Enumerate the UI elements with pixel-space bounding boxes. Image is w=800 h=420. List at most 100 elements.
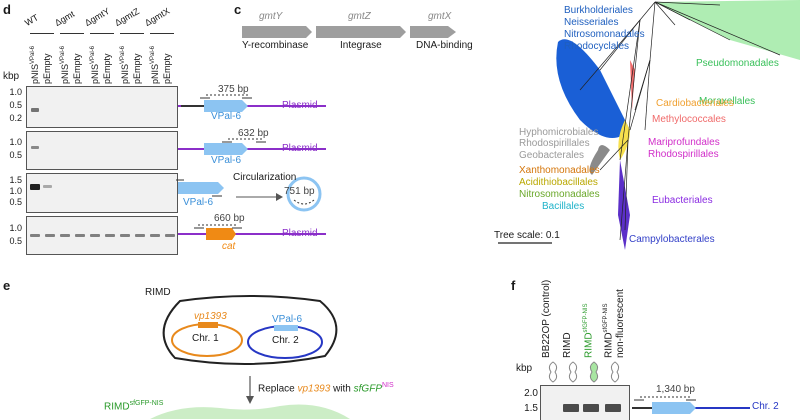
gel-image-4 — [26, 216, 178, 255]
gene-cluster-diagram — [242, 26, 456, 38]
chr1-label: Chr. 1 — [192, 333, 219, 344]
lane-name: BB22OP (control) — [541, 279, 552, 358]
kbp-axis-label-f: kbp — [516, 363, 533, 374]
lane-name: pNIS — [90, 63, 100, 84]
replace-new: sfGFP — [353, 383, 382, 395]
gene-name-gmtX: gmtX — [428, 11, 452, 22]
gel-band — [563, 404, 579, 412]
lane-name: pEmpty — [162, 53, 172, 84]
lane-label: pNISVPal-6 — [90, 46, 100, 84]
panel-d-schematics — [176, 94, 326, 240]
vp1393-locus — [198, 322, 218, 328]
vpal6-locus — [274, 325, 298, 331]
strain-group-line — [60, 33, 84, 34]
strain-group-label: ΔgmtY — [83, 5, 112, 28]
gel-band — [45, 234, 55, 237]
lane-superscript: VPal-6 — [60, 45, 66, 64]
replace-with: with — [333, 383, 351, 395]
tick-label: 1.0 — [9, 186, 22, 196]
colony-icon — [589, 361, 599, 383]
replace-instruction: Replace vp1393 with sfGFPNIS — [258, 382, 394, 394]
strain-group-line — [90, 33, 114, 34]
gel-band — [105, 234, 115, 237]
amplicon-size-1: 375 bp — [218, 84, 249, 95]
lane-label: pEmpty — [42, 53, 52, 84]
lane-superscript: sfGFP-NIS — [603, 303, 609, 333]
strain-group-line — [30, 33, 54, 34]
order-label: Mariprofundales — [648, 137, 720, 148]
gel-f-lane-label-line2: non-fluorescent — [615, 289, 626, 358]
lane-superscript: VPal-6 — [30, 45, 36, 64]
tick-label: 0.2 — [9, 113, 22, 123]
cell-outline — [162, 295, 338, 366]
gel-image-3 — [26, 173, 178, 213]
target-label-1: Plasmid — [282, 100, 318, 111]
tick-label: 1.0 — [9, 137, 22, 147]
lane-name: pEmpty — [132, 53, 142, 84]
tick-label: 0.5 — [9, 150, 22, 160]
gel-band — [30, 234, 40, 237]
amplicon-size-4: 660 bp — [214, 213, 245, 224]
order-label: Nitrosomonadales — [564, 29, 645, 40]
gel-band — [90, 234, 100, 237]
lane-label: pNISVPal-6 — [120, 46, 130, 84]
order-label: Neisseriales — [564, 17, 619, 28]
panel-f-letter: f — [511, 278, 516, 293]
gene-function-gmtZ: Integrase — [340, 40, 382, 51]
gel-band — [31, 146, 39, 149]
order-label: Methylococcales — [652, 114, 726, 125]
lane-name: RIMD — [562, 332, 573, 358]
amplicon-size-2: 632 bp — [238, 128, 269, 139]
target-label-2: Plasmid — [282, 143, 318, 154]
gene-name-gmtZ: gmtZ — [348, 11, 371, 22]
tree-scale-label: Tree scale: 0.1 — [494, 230, 560, 241]
gel-image-1 — [26, 86, 178, 128]
panel-d-letter: d — [3, 2, 11, 17]
lane-name: pEmpty — [72, 53, 82, 84]
lane-label: pNISVPal-6 — [60, 46, 70, 84]
chr1-gene-label: vp1393 — [194, 311, 227, 322]
panel-f-schematic — [632, 396, 750, 414]
order-label: Xanthomonadales — [519, 165, 600, 176]
lane-name: pEmpty — [102, 53, 112, 84]
gel-ticks-3: 1.5 1.0 0.5 — [4, 175, 22, 208]
gel-band — [60, 234, 70, 237]
tick-label: 1.0 — [9, 223, 22, 233]
gel-band — [30, 184, 40, 190]
order-label: Pseudomonadales — [696, 58, 779, 69]
gel-band — [135, 234, 145, 237]
replace-prefix: Replace — [258, 383, 295, 395]
element-label-4: cat — [222, 241, 236, 252]
lane-superscript: VPal-6 — [150, 45, 156, 64]
gel-f-lane-label: RIMDsfGFP-NIS — [603, 303, 614, 358]
result-strain-label: RIMDsfGFP-NIS — [104, 400, 163, 412]
lane-name: pNIS — [60, 63, 70, 84]
order-label: Bacillales — [542, 201, 585, 212]
tick-label: 2.0 — [524, 388, 538, 399]
amplicon-size-3: 751 bp — [284, 186, 315, 197]
lane-name: pNIS — [120, 63, 130, 84]
strain-group-label: WT — [23, 12, 41, 28]
tick-label: 1.0 — [9, 87, 22, 97]
lane-label: pEmpty — [162, 53, 172, 84]
gene-name-gmtY: gmtY — [259, 11, 283, 22]
lane-name: pNIS — [30, 63, 40, 84]
gene-function-gmtX: DNA-binding — [416, 40, 473, 51]
order-label: Campylobacterales — [629, 234, 715, 245]
gmtY-gene-arrow — [242, 26, 312, 38]
result-strain-sup: sfGFP-NIS — [129, 400, 164, 407]
lane-name: pNIS — [150, 63, 160, 84]
gel-f-lane-label: RIMD — [562, 332, 573, 358]
order-label: Acidithiobacillales — [519, 177, 598, 188]
order-label: Cardiobacteriales — [656, 98, 734, 109]
replace-new-sup: NIS — [382, 382, 394, 389]
gmtX-gene-arrow — [410, 26, 456, 38]
element-label-1: VPal-6 — [211, 111, 242, 122]
gel-band — [165, 234, 175, 237]
kbp-axis-label: kbp — [3, 71, 20, 82]
order-label: Burkholderiales — [564, 5, 633, 16]
gene-function-gmtY: Y-recombinase — [242, 40, 309, 51]
chr2-element-label: VPal-6 — [272, 314, 303, 325]
order-label: Eubacteriales — [652, 195, 713, 206]
colony-icon — [568, 361, 578, 383]
